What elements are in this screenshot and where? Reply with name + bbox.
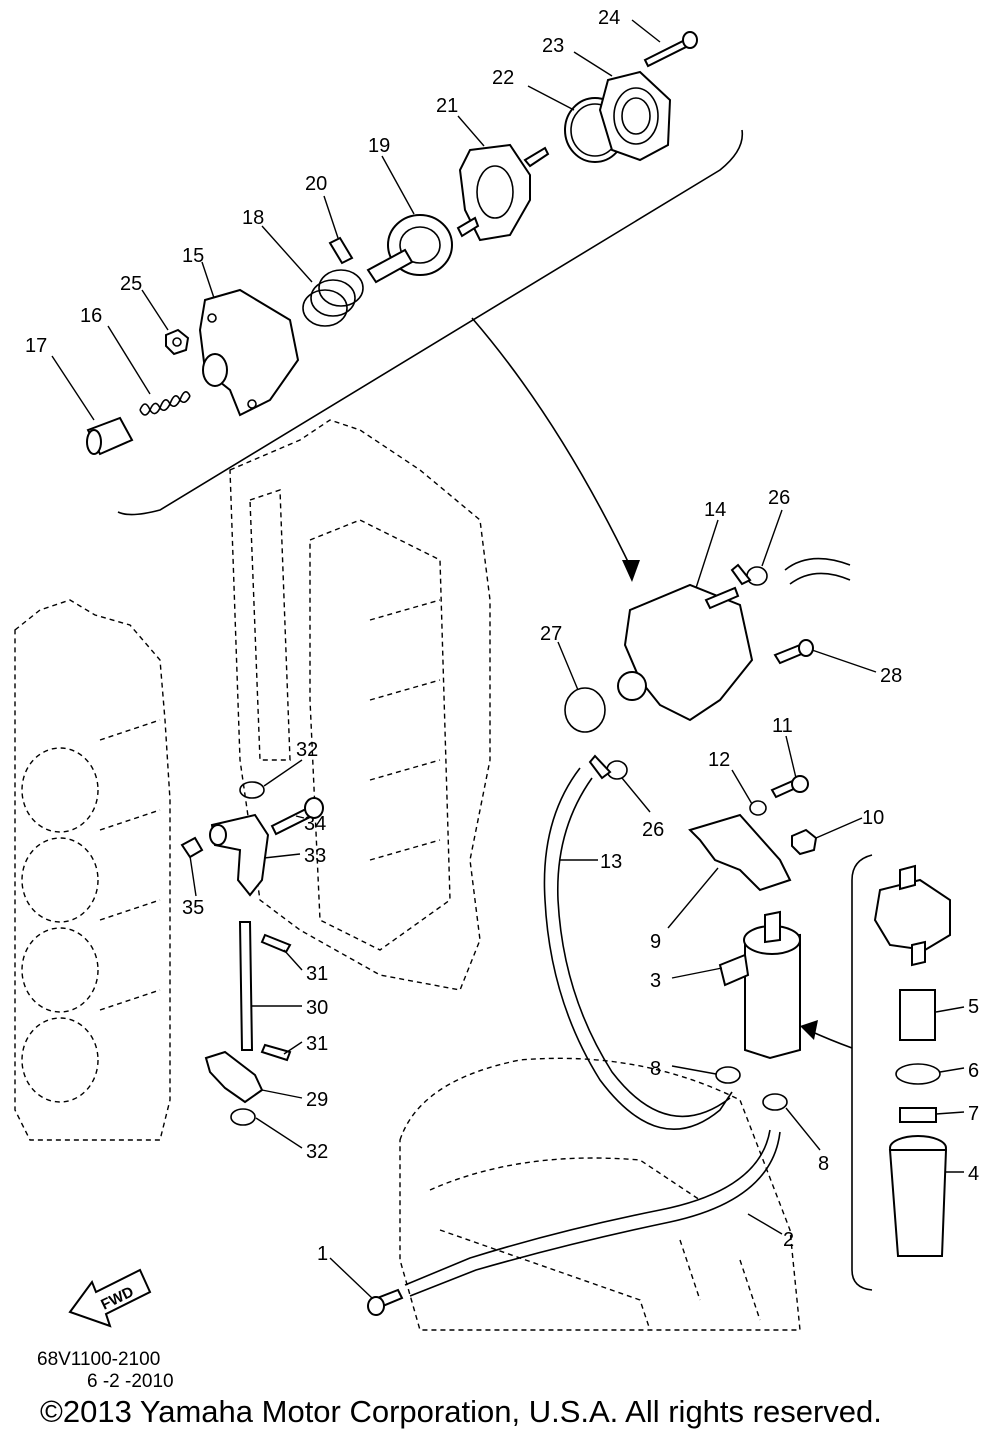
part-24-screw [643, 31, 698, 68]
part-10-nut [791, 828, 818, 856]
callout-35: 35 [182, 897, 204, 919]
part-33-joint [209, 813, 270, 897]
callout-9: 9 [650, 931, 661, 953]
callout-28: 28 [880, 665, 902, 687]
part-14-fuel-pump [617, 583, 754, 722]
callout-12: 12 [708, 749, 730, 771]
part-25-nut [165, 328, 190, 356]
callout-8-right: 8 [818, 1153, 829, 1175]
callout-31-lower: 31 [306, 1033, 328, 1055]
callout-34: 34 [304, 813, 326, 835]
part-26-clip-lower [588, 754, 628, 780]
callout-15: 15 [182, 245, 204, 267]
part-28-bolt [773, 639, 814, 665]
part-12-washer [749, 800, 767, 816]
part-4-cup [888, 1135, 948, 1257]
part-32-washer-upper [239, 781, 265, 799]
arrow-head [622, 560, 640, 582]
part-26-clip-upper [730, 563, 768, 586]
part-18-spring [302, 269, 364, 327]
callout-26-lower: 26 [642, 819, 664, 841]
part-8-clip-right [762, 1093, 788, 1111]
part-1-bolt [367, 1288, 404, 1316]
callout-21: 21 [436, 95, 458, 117]
filter-head [873, 864, 951, 967]
fwd-arrow: FWD [68, 1268, 152, 1328]
callout-26-upper: 26 [768, 487, 790, 509]
callout-24: 24 [598, 7, 620, 29]
callout-3: 3 [650, 970, 661, 992]
part-32-washer-lower [230, 1108, 256, 1126]
callout-16: 16 [80, 305, 102, 327]
callout-31-upper: 31 [306, 963, 328, 985]
exploded-view-bracket [117, 129, 744, 516]
bottom-cowling-outline [399, 1057, 801, 1331]
part-27-o-ring [564, 687, 606, 733]
callout-1: 1 [317, 1243, 328, 1265]
part-2-hose [404, 1129, 781, 1297]
callout-2: 2 [783, 1229, 794, 1251]
callout-13: 13 [600, 851, 622, 873]
callout-27: 27 [540, 623, 562, 645]
callout-14: 14 [704, 499, 726, 521]
callout-5: 5 [968, 996, 979, 1018]
callout-32-lower: 32 [306, 1141, 328, 1163]
part-29-lever [204, 1050, 264, 1104]
callout-30: 30 [306, 997, 328, 1019]
part-20-pin [328, 236, 354, 265]
part-11-bolt [770, 775, 809, 799]
callout-23: 23 [542, 35, 564, 57]
part-17-sleeve [86, 416, 134, 456]
filter-bracket [851, 854, 873, 1291]
callout-4: 4 [968, 1163, 979, 1185]
leader-lines [51, 19, 965, 1299]
callout-29: 29 [306, 1089, 328, 1111]
callout-6: 6 [968, 1060, 979, 1082]
part-30-rod [238, 921, 254, 1051]
hose-stub [784, 557, 851, 585]
diagram-date: 6 -2 -2010 [87, 1371, 174, 1392]
callout-18: 18 [242, 207, 264, 229]
intake-manifold-outline [229, 419, 491, 991]
callout-8-left: 8 [650, 1058, 661, 1080]
diagram-code: 68V1100-2100 [37, 1349, 160, 1370]
part-23-cover [598, 70, 672, 162]
part-31-pin-upper [260, 933, 292, 954]
cylinder-head-outline [14, 599, 171, 1141]
part-9-bracket [688, 813, 792, 892]
part-34-bolt [270, 797, 324, 836]
part-7-float [899, 1107, 937, 1123]
callout-33: 33 [304, 845, 326, 867]
part-5-element [899, 989, 936, 1041]
part-15-housing [198, 288, 300, 417]
part-6-o-ring [895, 1063, 941, 1085]
filter-arrow-head [800, 1020, 818, 1040]
part-16-spring [139, 391, 191, 416]
callout-arrow [471, 317, 633, 571]
part-3-fuel-filter [718, 910, 801, 1060]
callout-19: 19 [368, 135, 390, 157]
callout-20: 20 [305, 173, 327, 195]
callout-17: 17 [25, 335, 47, 357]
callout-25: 25 [120, 273, 142, 295]
part-21-body [456, 143, 550, 242]
copyright-text: ©2013 Yamaha Motor Corporation, U.S.A. A… [40, 1394, 882, 1429]
callout-labels: 1 2 3 4 5 6 7 8 8 9 10 11 12 13 14 15 16… [25, 7, 979, 1265]
part-8-clip-left [715, 1066, 741, 1084]
callout-32-upper: 32 [296, 739, 318, 761]
part-31-pin-lower [260, 1043, 292, 1062]
callout-7: 7 [968, 1103, 979, 1125]
part-19-diaphragm [366, 214, 453, 284]
callout-22: 22 [492, 67, 514, 89]
part-35-cap [180, 836, 204, 859]
part-13-hose [543, 767, 733, 1131]
callout-11: 11 [772, 715, 793, 737]
callout-10: 10 [862, 807, 884, 829]
